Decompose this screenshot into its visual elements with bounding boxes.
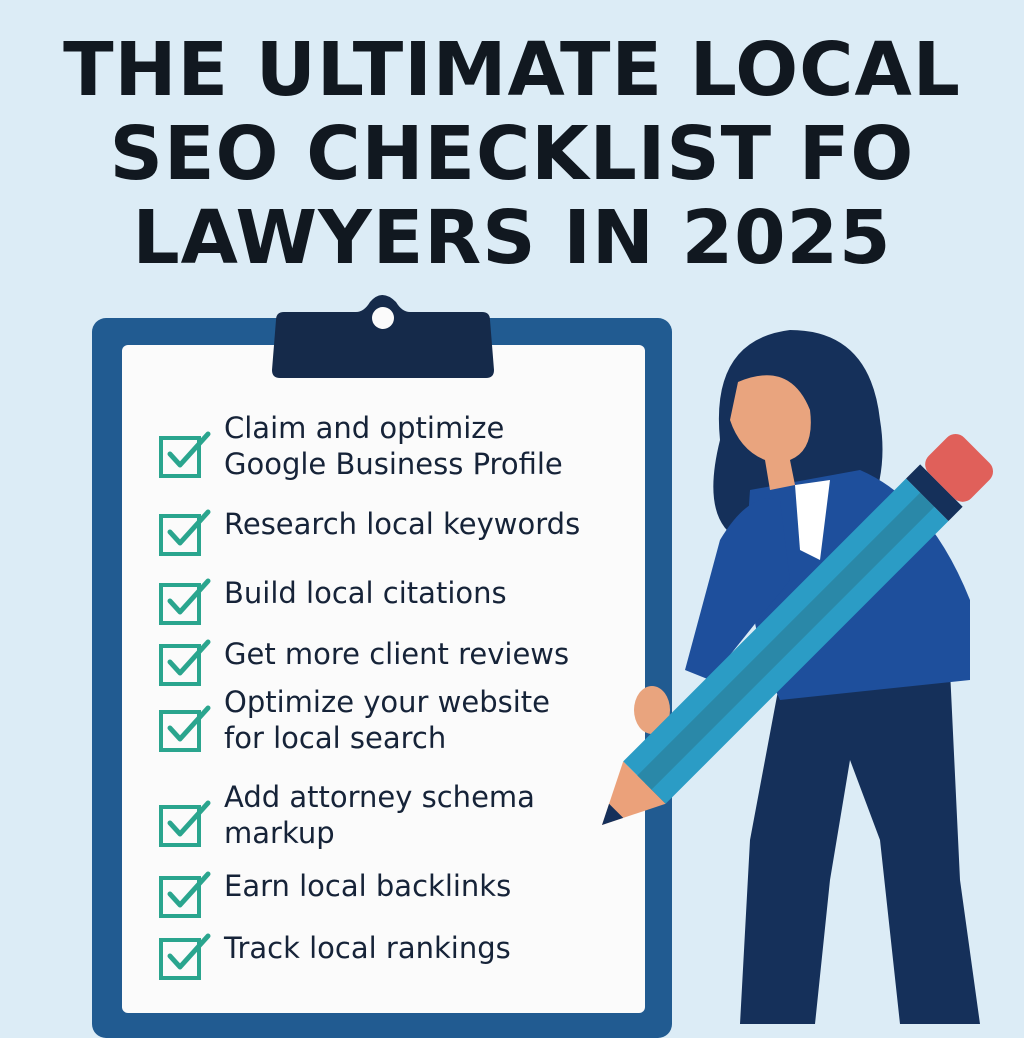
label-line: Get more client reviews (224, 637, 570, 671)
label-line: Track local rankings (224, 931, 511, 965)
checkbox-checked-icon (159, 933, 211, 980)
label-line: Google Business Profile (224, 447, 563, 481)
checklist-item-label: Research local keywords (224, 506, 580, 542)
title-line: SEO CHECKLIST FO (109, 111, 915, 197)
label-line: Optimize your website (224, 685, 551, 719)
label-line: Research local keywords (224, 507, 581, 541)
checkbox-checked-icon (159, 431, 211, 478)
label-line: Earn local backlinks (224, 869, 512, 903)
label-line: for local search (224, 721, 447, 755)
checkbox-checked-icon (159, 871, 211, 918)
checklist-item: Research local keywords (158, 506, 580, 558)
checklist-paper (122, 345, 645, 1013)
checklist-item: Get more client reviews (158, 636, 569, 688)
checkbox-checked-icon (159, 705, 211, 752)
checklist-item: Build local citations (158, 575, 507, 627)
checklist-item-label: Build local citations (224, 575, 507, 611)
checkbox-checked-icon (159, 639, 211, 686)
page-title: THE ULTIMATE LOCAL SEO CHECKLIST FO LAWY… (0, 28, 1024, 280)
checkbox-checked-icon (159, 800, 211, 847)
checklist-item-label: Get more client reviews (224, 636, 569, 672)
label-line: Claim and optimize (224, 411, 505, 445)
checkbox-checked-icon (159, 509, 211, 556)
woman-with-pencil-illustration (602, 330, 994, 1024)
checklist-item-label: Earn local backlinks (224, 868, 511, 904)
title-line: LAWYERS IN 2025 (132, 195, 892, 281)
checkbox-checked-icon (159, 578, 211, 625)
checklist-item: Earn local backlinks (158, 868, 511, 920)
label-line: Add attorney schema (224, 780, 535, 814)
label-line: markup (224, 816, 335, 850)
title-line: THE ULTIMATE LOCAL (63, 27, 961, 113)
checklist-item-label: Track local rankings (224, 930, 511, 966)
label-line: Build local citations (224, 576, 507, 610)
checklist-item: Track local rankings (158, 930, 511, 982)
clipboard-clip-icon (272, 295, 494, 378)
